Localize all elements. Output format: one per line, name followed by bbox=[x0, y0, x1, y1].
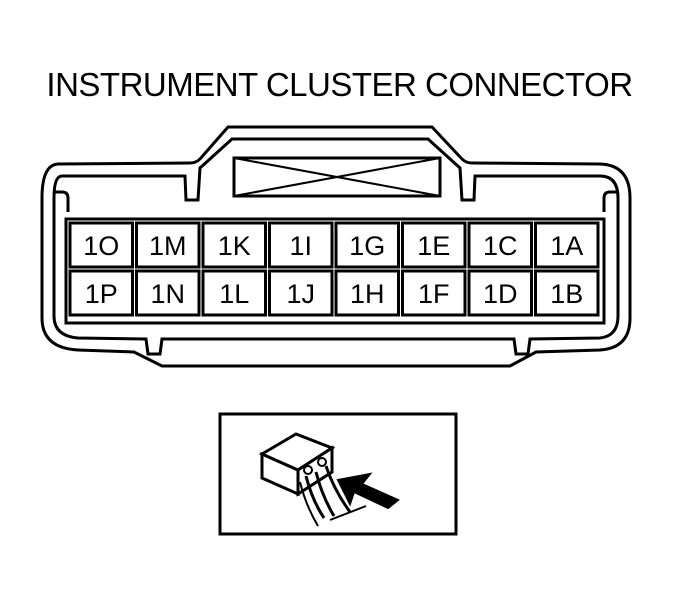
connector-housing-outer bbox=[40, 125, 632, 368]
pin-cell-1h bbox=[334, 269, 400, 317]
pin-grid: 1O 1M 1K 1I 1G 1E 1C 1A 1P 1N 1L 1J 1H 1F 1D 1B bbox=[68, 221, 600, 317]
pin-label-1n: 1N bbox=[150, 279, 185, 309]
pin-label-1j: 1J bbox=[286, 279, 315, 309]
pin-cell-1e bbox=[401, 221, 467, 269]
right-notch bbox=[602, 190, 618, 212]
page-title: INSTRUMENT CLUSTER CONNECTOR bbox=[46, 66, 633, 103]
pin-cell-1n bbox=[135, 269, 201, 317]
inset-view-frame bbox=[218, 412, 458, 536]
pin-label-1b: 1B bbox=[550, 279, 583, 309]
pin-label-1i: 1I bbox=[289, 231, 312, 261]
latch-box bbox=[232, 156, 442, 198]
pin-label-1d: 1D bbox=[483, 279, 518, 309]
pin-cell-1f bbox=[401, 269, 467, 317]
pin-label-1m: 1M bbox=[149, 231, 187, 261]
pin-cell-1d bbox=[467, 269, 533, 317]
pin-label-1o: 1O bbox=[83, 231, 119, 261]
pin-label-1k: 1K bbox=[218, 231, 251, 261]
pin-cell-1l bbox=[201, 269, 267, 317]
pin-label-1f: 1F bbox=[418, 279, 450, 309]
pin-label-1h: 1H bbox=[350, 279, 385, 309]
pin-label-1a: 1A bbox=[550, 231, 583, 261]
pin-cell-1o bbox=[68, 221, 134, 269]
left-notch bbox=[54, 190, 70, 212]
view-direction-arrow-icon bbox=[336, 472, 400, 510]
pin-cell-1m bbox=[135, 221, 201, 269]
pin-cell-1p bbox=[68, 269, 134, 317]
pin-cell-1g bbox=[334, 221, 400, 269]
pin-label-1g: 1G bbox=[349, 231, 385, 261]
connector-terminal-side-view-icon bbox=[258, 432, 367, 527]
pin-label-1c: 1C bbox=[483, 231, 518, 261]
pin-cell-1c bbox=[467, 221, 533, 269]
pin-label-1l: 1L bbox=[219, 279, 249, 309]
pin-cell-1a bbox=[534, 221, 600, 269]
pin-field-frame bbox=[64, 217, 606, 325]
pin-cell-1i bbox=[268, 221, 334, 269]
latch-x-line-b bbox=[233, 157, 441, 197]
pin-cell-1j bbox=[268, 269, 334, 317]
pin-label-1e: 1E bbox=[417, 231, 450, 261]
connector-housing-inner bbox=[52, 137, 620, 356]
pin-cell-1k bbox=[201, 221, 267, 269]
pin-cell-1b bbox=[534, 269, 600, 317]
pin-label-1p: 1P bbox=[85, 279, 118, 309]
